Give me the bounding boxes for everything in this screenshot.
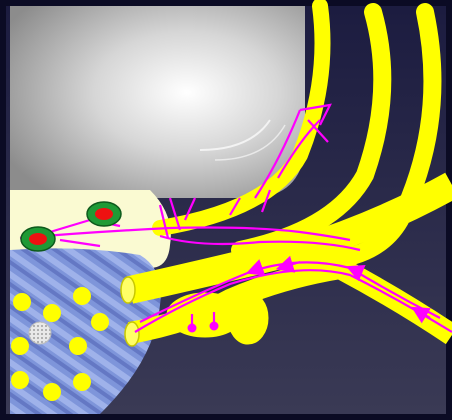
cell — [21, 227, 55, 251]
cell — [87, 202, 121, 226]
cell-nucleus — [95, 208, 113, 220]
vesicle — [73, 287, 91, 305]
vesicle — [73, 373, 91, 391]
vesicle — [13, 293, 31, 311]
nerve-cut-end — [125, 322, 139, 346]
vesicle — [11, 337, 29, 355]
nerve-cut-end — [121, 277, 135, 303]
cell-nucleus — [29, 233, 47, 245]
ganglion-swelling — [228, 292, 268, 344]
vesicle — [69, 337, 87, 355]
vesicle — [11, 371, 29, 389]
dotted-vesicle — [29, 322, 51, 344]
vesicle — [43, 304, 61, 322]
vesicle — [91, 313, 109, 331]
fiber-bulb — [188, 324, 197, 333]
vesicle — [43, 383, 61, 401]
gray-mass — [10, 6, 305, 198]
fiber-bulb — [210, 322, 219, 331]
